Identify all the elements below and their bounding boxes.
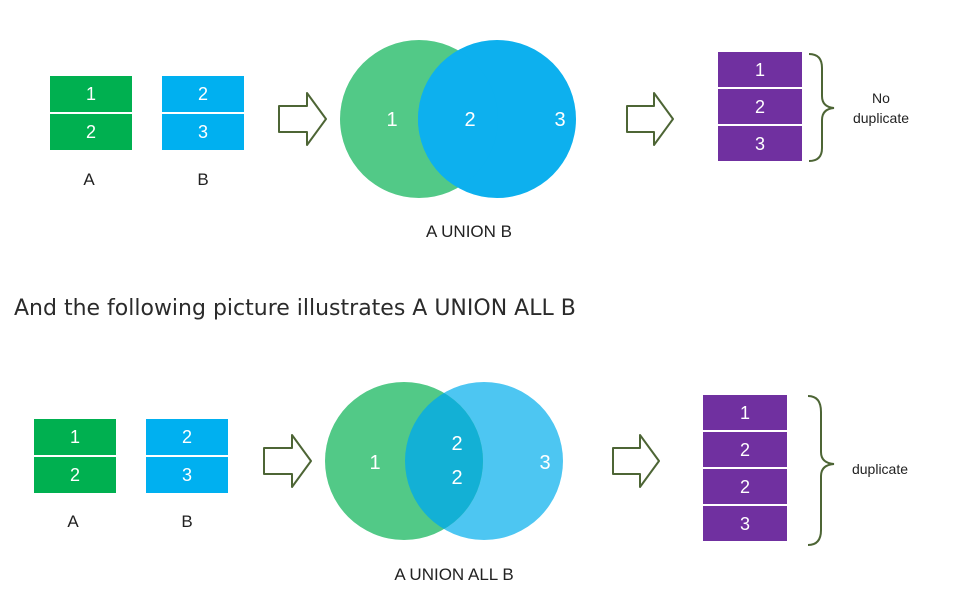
venn-overlap xyxy=(405,382,483,540)
venn-label: A UNION ALL B xyxy=(394,565,513,584)
right-arrow-icon xyxy=(612,434,660,488)
union-all-table-b: 2 3 B xyxy=(146,419,228,531)
table-a-label: A xyxy=(83,170,95,189)
table-b-value: 3 xyxy=(198,122,208,142)
venn-overlap-value: 2 xyxy=(451,433,462,455)
venn-left-value: 1 xyxy=(369,452,380,474)
result-cell xyxy=(718,89,802,124)
union-venn: 1 2 3 A UNION B xyxy=(340,40,576,241)
union-all-table-a: 1 2 A xyxy=(34,419,116,531)
venn-overlap-value: 2 xyxy=(451,467,462,489)
result-note: duplicate xyxy=(852,461,908,477)
table-a-value: 1 xyxy=(86,84,96,104)
right-arrow-icon xyxy=(626,92,674,146)
section-caption: And the following picture illustrates A … xyxy=(14,296,576,321)
venn-left-value: 1 xyxy=(386,109,397,131)
result-cell xyxy=(718,126,802,161)
result-value: 2 xyxy=(755,97,765,117)
union-section: 1 2 A 2 3 B 1 2 3 xyxy=(50,40,909,241)
union-all-result-table: 1 2 2 3 xyxy=(703,395,787,541)
result-value: 2 xyxy=(740,440,750,460)
result-note: No xyxy=(872,90,890,106)
union-table-b: 2 3 B xyxy=(162,76,244,189)
table-b-cell xyxy=(146,457,228,493)
union-table-a: 1 2 A xyxy=(50,76,132,189)
result-cell xyxy=(718,52,802,87)
result-cell xyxy=(703,432,787,467)
result-cell xyxy=(703,395,787,430)
venn-right-value: 3 xyxy=(554,109,565,131)
table-b-cell xyxy=(162,76,244,112)
right-brace-icon xyxy=(808,53,835,162)
table-a-cell xyxy=(34,457,116,493)
venn-overlap-value: 2 xyxy=(464,109,475,131)
result-value: 1 xyxy=(755,60,765,80)
table-b-cell xyxy=(162,114,244,150)
table-a-cell xyxy=(50,114,132,150)
table-b-label: B xyxy=(181,512,192,531)
table-a-value: 2 xyxy=(86,122,96,142)
result-cell xyxy=(703,469,787,504)
table-b-value: 2 xyxy=(198,84,208,104)
result-note: duplicate xyxy=(853,110,909,126)
table-a-cell xyxy=(34,419,116,455)
result-value: 3 xyxy=(740,514,750,534)
right-brace-icon xyxy=(807,395,835,546)
venn-label: A UNION B xyxy=(426,222,512,241)
union-all-section: 1 2 A 2 3 B 1 2 2 xyxy=(34,382,908,584)
result-value: 2 xyxy=(740,477,750,497)
right-arrow-icon xyxy=(263,434,312,488)
table-a-cell xyxy=(50,76,132,112)
table-b-label: B xyxy=(197,170,208,189)
table-a-label: A xyxy=(67,512,79,531)
right-arrow-icon xyxy=(278,92,327,146)
table-b-cell xyxy=(146,419,228,455)
result-value: 3 xyxy=(755,134,765,154)
result-cell xyxy=(703,506,787,541)
result-value: 1 xyxy=(740,403,750,423)
table-b-value: 3 xyxy=(182,465,192,485)
venn-right-value: 3 xyxy=(539,452,550,474)
table-a-value: 1 xyxy=(70,427,80,447)
venn-overlap xyxy=(418,40,498,198)
union-all-venn: 1 2 2 3 A UNION ALL B xyxy=(325,382,563,584)
table-b-value: 2 xyxy=(182,427,192,447)
union-result-table: 1 2 3 xyxy=(718,52,802,161)
table-a-value: 2 xyxy=(70,465,80,485)
